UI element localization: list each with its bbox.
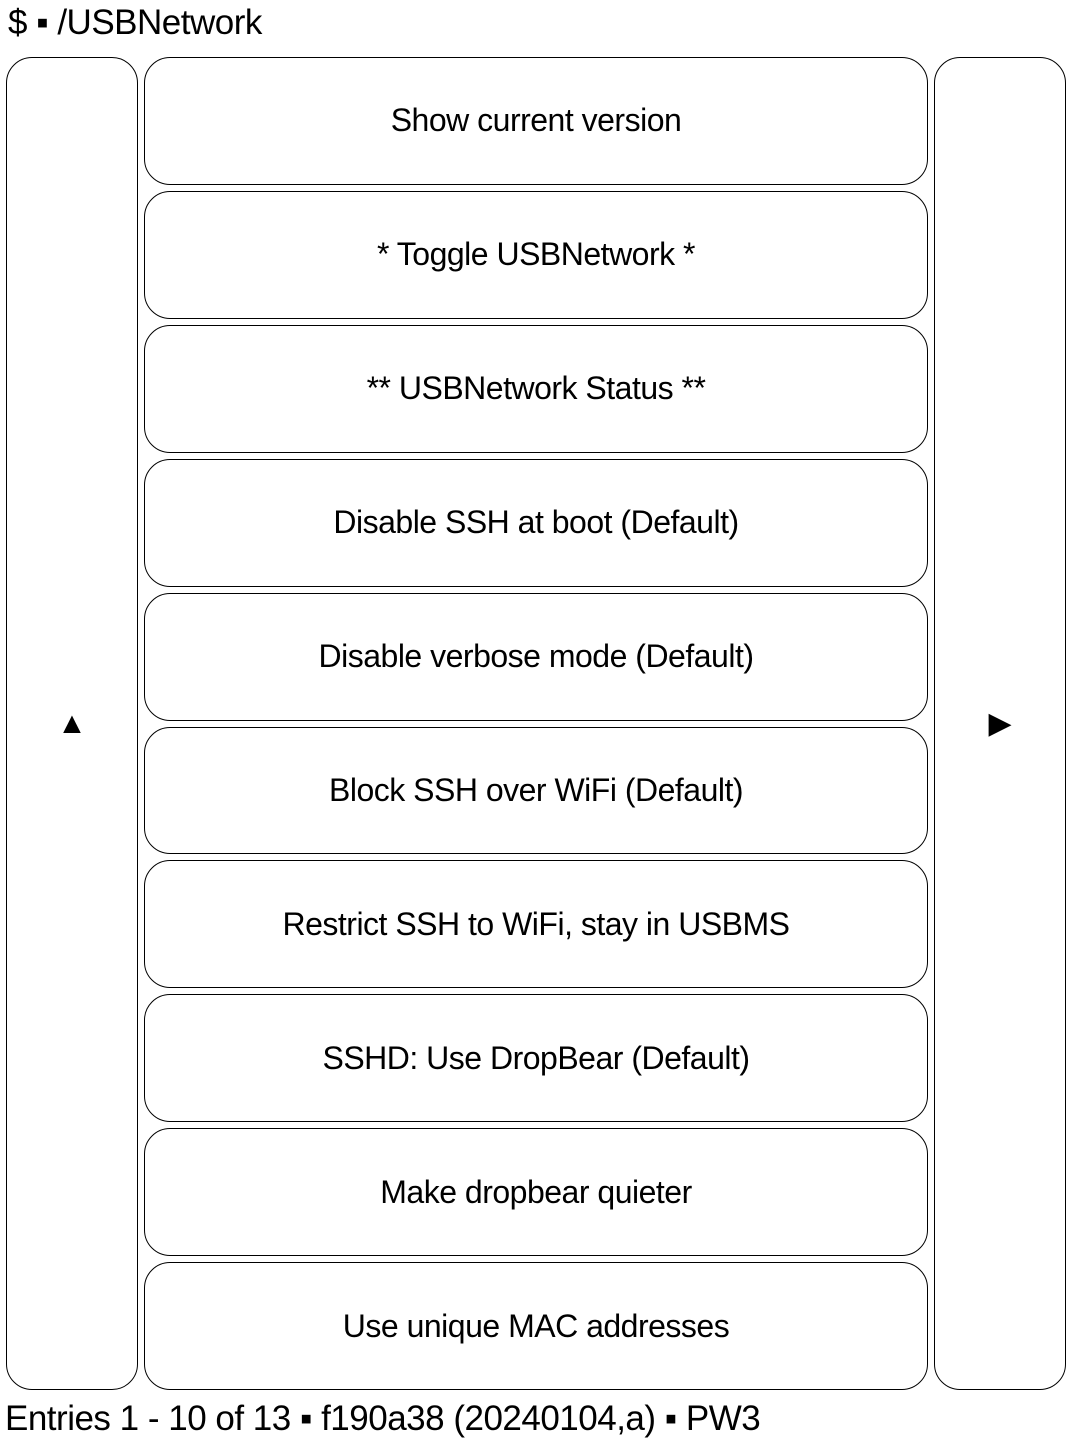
menu-button-label: Block SSH over WiFi (Default) <box>328 771 744 808</box>
up-arrow-icon: ▲ <box>57 706 87 740</box>
menu-button[interactable]: Show current version <box>144 57 928 185</box>
menu-button[interactable]: Disable SSH at boot (Default) <box>144 458 928 587</box>
menu-item-list: Show current version * Toggle USBNetwork… <box>144 57 928 1391</box>
menu-button[interactable]: Disable verbose mode (Default) <box>144 592 928 721</box>
right-arrow-icon: ▶ <box>988 706 1012 740</box>
menu-button[interactable]: Make dropbear quieter <box>144 1128 928 1257</box>
menu-button-label: Disable SSH at boot (Default) <box>333 504 739 541</box>
next-page-button[interactable]: ▶ <box>934 57 1066 1390</box>
menu-button-label: SSHD: Use DropBear (Default) <box>322 1039 750 1076</box>
menu-button[interactable]: Block SSH over WiFi (Default) <box>144 726 928 855</box>
menu-button[interactable]: Restrict SSH to WiFi, stay in USBMS <box>144 860 928 989</box>
menu-button[interactable]: ** USBNetwork Status ** <box>144 324 928 453</box>
menu-button-label: Restrict SSH to WiFi, stay in USBMS <box>282 905 790 942</box>
menu-button[interactable]: * Toggle USBNetwork * <box>144 190 928 319</box>
menu-button-label: Make dropbear quieter <box>380 1173 692 1210</box>
status-bar: Entries 1 - 10 of 13 ▪ f190a38 (20240104… <box>5 1399 761 1438</box>
page-title: $ ▪ /USBNetwork <box>8 3 262 42</box>
menu-button-label: * Toggle USBNetwork * <box>377 236 695 273</box>
menu-button-label: ** USBNetwork Status ** <box>366 370 706 407</box>
menu-button[interactable]: SSHD: Use DropBear (Default) <box>144 994 928 1123</box>
prev-page-button[interactable]: ▲ <box>6 57 138 1390</box>
menu-button-label: Use unique MAC addresses <box>342 1307 730 1344</box>
menu-button-label: Disable verbose mode (Default) <box>318 638 754 675</box>
menu-area: ▲ Show current version * Toggle USBNetwo… <box>6 57 1066 1391</box>
menu-button[interactable]: Use unique MAC addresses <box>144 1262 928 1391</box>
menu-button-label: Show current version <box>390 102 682 139</box>
